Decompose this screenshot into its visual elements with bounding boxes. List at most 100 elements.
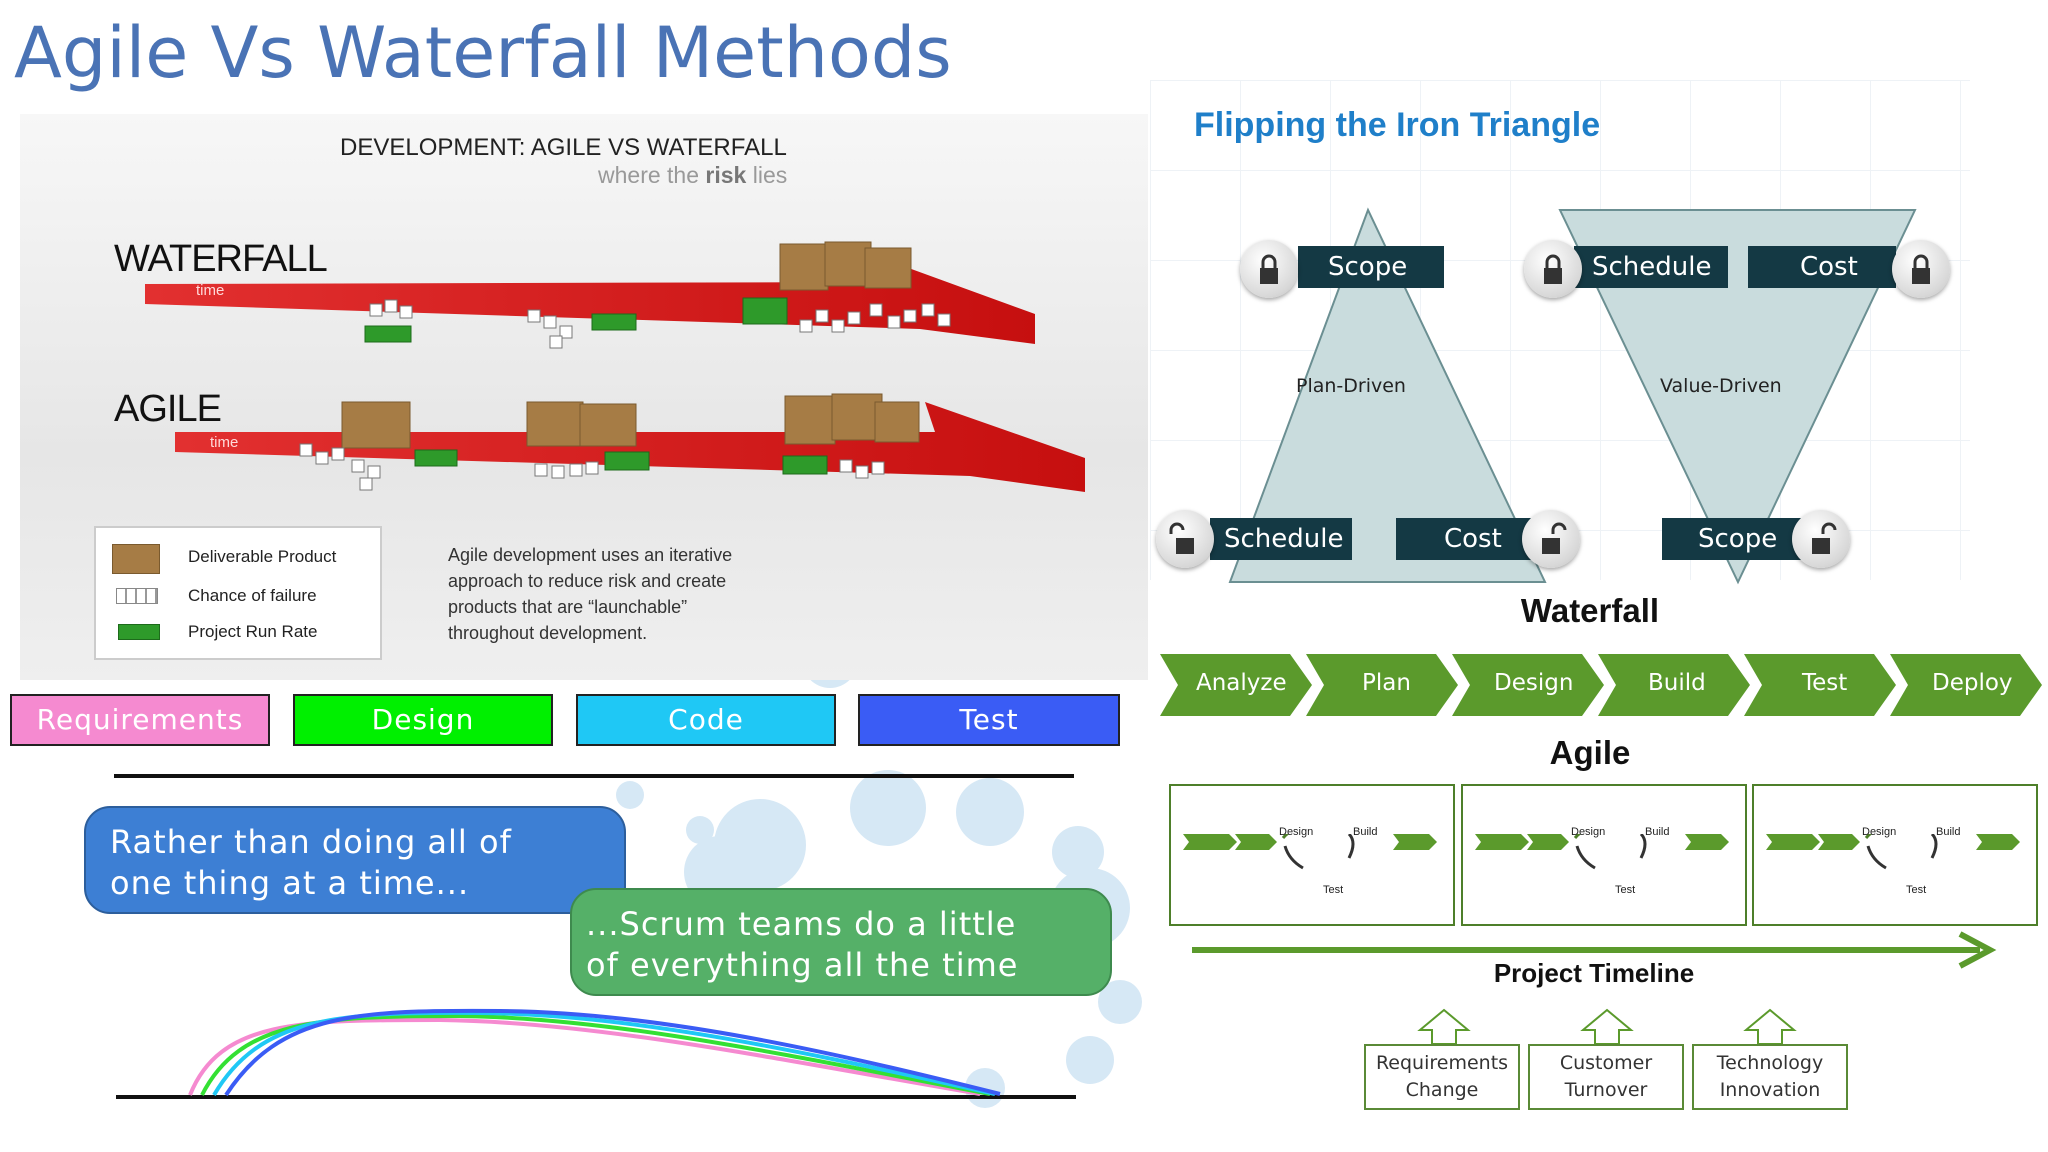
money-w1 <box>364 325 412 343</box>
cost-box-left: Cost <box>1396 518 1546 560</box>
phase-test: Test <box>858 694 1120 746</box>
up-arrow-2 <box>1580 1008 1634 1045</box>
mini-deploy: Deploy <box>1403 852 1422 858</box>
step-plan: Plan <box>1362 670 1411 696</box>
plan-driven-triangle <box>1228 207 1547 583</box>
box-agile-3 <box>579 403 637 447</box>
value-driven-triangle <box>1558 209 1917 585</box>
chevron-build <box>1598 654 1750 716</box>
chevron-analyze <box>1160 654 1312 716</box>
legend-deliverable: Deliverable Product <box>188 547 337 566</box>
mini-analyze: Analyze <box>1191 852 1213 858</box>
money-w2 <box>591 313 637 331</box>
curve-code <box>212 1010 996 1097</box>
legend-failure: Chance of failure <box>188 586 317 605</box>
mini-test: Test <box>1615 884 1636 896</box>
risk-arrows <box>145 241 1085 492</box>
mini-analyze: Analyze <box>1774 852 1796 858</box>
effort-curves <box>188 1008 1001 1097</box>
mini-analyze: Analyze <box>1483 852 1505 858</box>
legend-run-rate: Project Run Rate <box>188 622 318 641</box>
waterfall-chevrons <box>1160 654 2042 716</box>
mini-test: Test <box>1323 884 1344 896</box>
scope-box-left: Scope <box>1298 246 1444 288</box>
step-deploy: Deploy <box>1932 670 2013 696</box>
mini-build: Build <box>1936 826 1961 838</box>
lower-divider <box>116 1095 1076 1099</box>
money-a1 <box>414 449 458 467</box>
curve-design <box>200 1013 991 1096</box>
schedule-box-right: Schedule <box>1574 246 1728 288</box>
agile-time-label: time <box>210 434 239 451</box>
agile-label: AGILE <box>114 388 222 430</box>
iron-triangle-title: Flipping the Iron Triangle <box>1194 106 1601 144</box>
timeline-arrow <box>1192 931 1997 969</box>
legend-dice-icon <box>116 588 158 604</box>
slide-title: Agile Vs Waterfall Methods <box>14 12 952 94</box>
box-agile-2 <box>526 401 584 447</box>
chevron-deploy <box>1890 654 2042 716</box>
schedule-box-left: Schedule <box>1210 518 1352 560</box>
box-agile-4 <box>784 395 836 445</box>
mini-design: Design <box>1862 826 1897 838</box>
money-a2 <box>604 451 650 471</box>
step-design: Design <box>1494 670 1574 696</box>
up-arrows <box>1417 1008 1797 1045</box>
mini-design: Design <box>1279 826 1314 838</box>
timeline-label: Project Timeline <box>1493 958 1695 988</box>
mini-build: Build <box>1353 826 1378 838</box>
up-arrow-3 <box>1743 1008 1797 1045</box>
chevron-plan <box>1306 654 1458 716</box>
risk-panel-heading: DEVELOPMENT: AGILE VS WATERFALL <box>340 134 787 161</box>
box-waterfall-1 <box>779 243 829 291</box>
lock-open-icon <box>1792 510 1850 568</box>
curve-requirements <box>188 1017 981 1096</box>
lock-open-icon <box>1522 510 1580 568</box>
upper-divider <box>114 774 1074 778</box>
waterfall-label: WATERFALL <box>114 238 328 280</box>
chevron-test <box>1744 654 1896 716</box>
cost-box-right: Cost <box>1748 246 1896 288</box>
waterfall-time-label: time <box>196 282 225 299</box>
risk-panel-subheading: where the risk lies <box>598 162 788 188</box>
money-a3 <box>782 455 828 475</box>
step-analyze: Analyze <box>1196 670 1287 696</box>
mini-plan: Plan <box>1243 852 1256 858</box>
box-waterfall-2 <box>824 241 872 287</box>
chevron-design <box>1452 654 1604 716</box>
agile-title: Agile <box>1549 734 1631 771</box>
plan-driven-label: Plan-Driven <box>1296 375 1406 397</box>
value-driven-label: Value-Driven <box>1660 375 1782 397</box>
box-waterfall-3 <box>864 247 912 289</box>
bubble-one-thing: Rather than doing all of one thing at a … <box>84 806 626 914</box>
waterfall-title: Waterfall <box>1520 592 1660 629</box>
step-build: Build <box>1648 670 1706 696</box>
mini-plan: Plan <box>1535 852 1548 858</box>
box-agile-1 <box>341 401 411 449</box>
mini-deploy: Deploy <box>1695 852 1714 858</box>
agile-iteration-box: Design Build Test Analyze Plan Deploy <box>1752 784 2038 926</box>
lock-open-icon <box>1156 510 1214 568</box>
phase-requirements: Requirements <box>10 694 270 746</box>
mini-test: Test <box>1906 884 1927 896</box>
legend-money-icon <box>118 624 160 640</box>
agile-iteration-box: Design Build Test Analyze Plan Deploy <box>1169 784 1455 926</box>
mini-plan: Plan <box>1826 852 1839 858</box>
up-arrow-1 <box>1417 1008 1471 1045</box>
mini-design: Design <box>1571 826 1606 838</box>
risk-description: Agile development uses an iterative appr… <box>448 545 733 643</box>
iron-triangles <box>1228 207 1917 585</box>
scope-box-right: Scope <box>1662 518 1812 560</box>
curve-test <box>224 1008 1001 1097</box>
money-w3 <box>742 297 788 325</box>
phase-design: Design <box>293 694 553 746</box>
phase-code: Code <box>576 694 836 746</box>
mini-build: Build <box>1645 826 1670 838</box>
legend-box-icon <box>112 544 160 574</box>
bubble-little-everything: ...Scrum teams do a little of everything… <box>570 888 1112 996</box>
lock-closed-icon <box>1240 240 1298 298</box>
step-test: Test <box>1802 670 1848 696</box>
lock-closed-icon <box>1524 240 1582 298</box>
